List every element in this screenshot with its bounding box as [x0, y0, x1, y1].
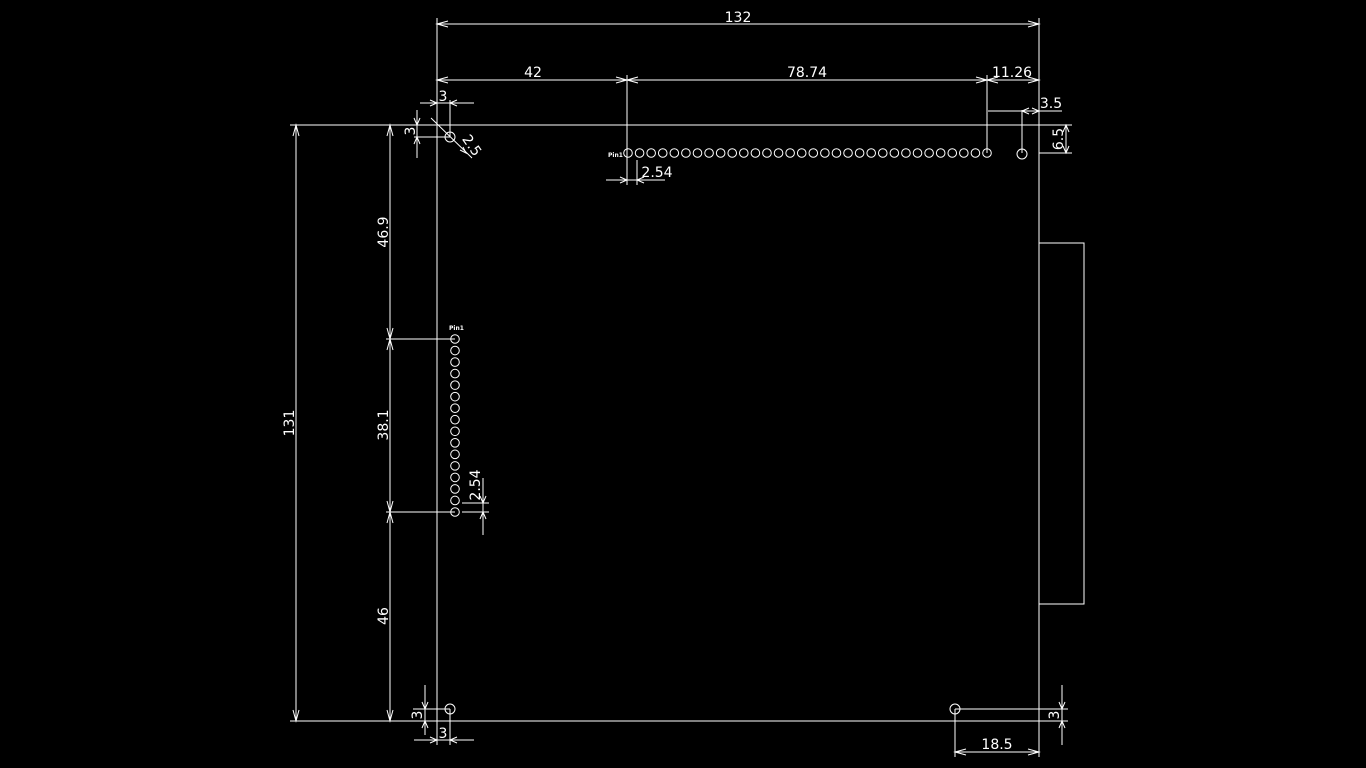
- top-header-pin: [854, 148, 865, 158]
- top-header-pin: [623, 148, 633, 158]
- left-header-pin: [450, 357, 460, 367]
- dim-text-46-9: 46.9: [376, 216, 392, 247]
- left-header-pin: [450, 449, 460, 460]
- mount-hole-bottom-left: [444, 703, 456, 715]
- dim-bottom-right-mount: 3 18.5: [953, 685, 1066, 756]
- board-outline: [436, 124, 1040, 722]
- left-header-pin: [450, 484, 460, 494]
- dim-top-pitch: 2.54: [606, 160, 673, 185]
- top-pin1-label: Pin1: [608, 152, 623, 159]
- top-header-pin: [889, 148, 900, 158]
- top-header-pin: [762, 148, 772, 158]
- top-header-pin: [866, 148, 876, 158]
- top-header-pin: [970, 148, 981, 158]
- extension-lines: [290, 18, 1072, 757]
- top-header-pin: [982, 148, 992, 158]
- top-header-pin: [947, 148, 958, 158]
- dim-text-3-bottom-left-y: 3: [410, 711, 426, 720]
- top-pin-header: [623, 148, 992, 158]
- left-header-pin: [450, 334, 460, 344]
- dim-text-6-5: 6.5: [1051, 128, 1067, 150]
- left-header-pin: [450, 507, 460, 517]
- dim-overall-height: 131: [282, 123, 300, 723]
- dim-text-18-5: 18.5: [981, 737, 1012, 753]
- top-header-pin: [715, 148, 726, 158]
- top-header-pin: [750, 148, 761, 158]
- dim-right-hole: 3.5 6.5: [988, 96, 1070, 155]
- dim-text-2-54-top: 2.54: [641, 165, 672, 181]
- dim-text-132: 132: [725, 10, 752, 26]
- mount-hole-top-right: [1016, 148, 1028, 160]
- dim-text-46: 46: [376, 607, 392, 625]
- left-header-pin: [450, 426, 460, 437]
- dim-text-3-bottom-left-x: 3: [439, 726, 448, 742]
- dim-text-38-1: 38.1: [376, 409, 392, 440]
- top-header-pin: [808, 148, 819, 158]
- left-header-pin: [450, 495, 460, 506]
- top-header-pin: [924, 148, 934, 158]
- dim-text-42: 42: [524, 65, 542, 81]
- top-header-pin: [634, 148, 645, 158]
- dim-text-11-26: 11.26: [992, 65, 1032, 81]
- left-header-pin: [450, 345, 460, 356]
- top-header-pin: [669, 148, 680, 158]
- mount-hole-top-left: [444, 131, 456, 143]
- mount-hole-bottom-right: [949, 703, 961, 715]
- dim-text-3-5: 3.5: [1040, 96, 1062, 112]
- top-header-pin: [935, 148, 946, 158]
- top-header-pin: [820, 148, 830, 158]
- top-header-pin: [692, 148, 703, 158]
- dim-text-131: 131: [282, 410, 298, 437]
- dim-overall-width: 132: [435, 10, 1041, 28]
- dim-text-3-left: 3: [403, 127, 419, 136]
- top-header-pin: [877, 148, 888, 158]
- left-header-pin: [450, 391, 460, 402]
- top-header-pin: [959, 148, 969, 158]
- mounting-holes: [444, 131, 1028, 715]
- dim-top-left-mount: 3 3 2.5: [403, 89, 484, 159]
- dim-left-chain: 46.9 38.1 46: [376, 123, 394, 723]
- left-header-pin: [450, 414, 460, 425]
- side-connector: [1038, 242, 1085, 605]
- left-header-pin: [450, 438, 460, 448]
- dim-text-2-5: 2.5: [458, 132, 484, 159]
- left-pin-header: [450, 334, 460, 517]
- left-pin1-label: Pin1: [449, 325, 464, 332]
- top-header-pin: [773, 148, 784, 158]
- top-header-pin: [912, 148, 923, 158]
- top-header-pin: [739, 148, 749, 158]
- top-header-pin: [704, 148, 714, 158]
- left-header-pin: [450, 472, 460, 483]
- left-header-pin: [450, 403, 460, 414]
- dim-text-2-54-left: 2.54: [468, 469, 484, 500]
- top-header-pin: [657, 148, 668, 158]
- dim-header-row: 42 78.74 11.26: [435, 65, 1041, 84]
- top-header-pin: [646, 148, 656, 158]
- top-header-pin: [843, 148, 853, 158]
- top-header-pin: [785, 148, 795, 158]
- left-header-pin: [450, 461, 460, 471]
- top-header-pin: [831, 148, 842, 158]
- dim-text-3-bottom-right-y: 3: [1047, 711, 1063, 720]
- dim-left-pitch: 2.54: [462, 469, 489, 535]
- dim-bottom-left-mount: 3 3: [410, 685, 474, 744]
- top-header-pin: [727, 148, 738, 158]
- dim-text-78-74: 78.74: [787, 65, 827, 81]
- dim-text-3-top: 3: [439, 89, 448, 105]
- top-header-pin: [796, 148, 807, 158]
- top-header-pin: [681, 148, 691, 158]
- left-header-pin: [450, 380, 460, 390]
- top-header-pin: [901, 148, 911, 158]
- left-header-pin: [450, 368, 460, 379]
